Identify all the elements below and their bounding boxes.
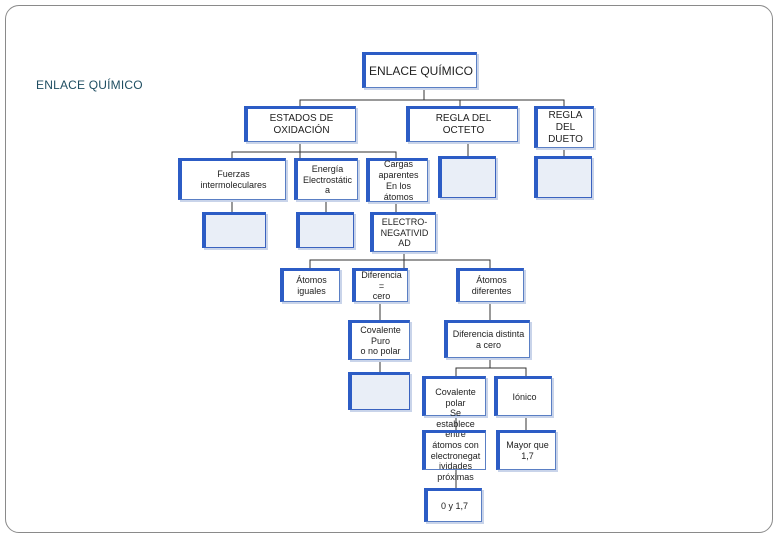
node-energia-electrostatica: Energía Electrostátic a (294, 158, 358, 200)
node-regla-dueto: REGLA DEL DUETO (534, 106, 594, 148)
node-atomos-diferentes: Átomos diferentes (456, 268, 524, 302)
node-octeto-empty (438, 156, 496, 198)
node-energia-empty (296, 212, 354, 248)
node-covalente-polar-detail-frame (422, 430, 486, 470)
node-covalente-puro-empty (348, 372, 410, 410)
node-cargas-aparentes: Cargas aparentes En los átomos (366, 158, 428, 202)
node-atomos-iguales: Átomos iguales (280, 268, 340, 302)
node-dueto-empty (534, 156, 592, 198)
side-title: ENLACE QUÍMICO (36, 78, 143, 92)
node-fuerzas-empty (202, 212, 266, 248)
node-rango: 0 y 1,7 (424, 488, 482, 522)
node-diferencia-cero: Diferencia = cero (352, 268, 408, 302)
node-mayor-que: Mayor que 1,7 (496, 430, 556, 470)
node-covalente-puro: Covalente Puro o no polar (348, 320, 410, 360)
node-diferencia-distinta: Diferencia distinta a cero (444, 320, 530, 358)
node-estados-oxidacion: ESTADOS DE OXIDACIÓN (244, 106, 356, 142)
node-ionico: Iónico (494, 376, 552, 416)
node-enlace-quimico: ENLACE QUÍMICO (362, 52, 477, 88)
node-regla-octeto: REGLA DEL OCTETO (406, 106, 518, 142)
node-electronegatividad: ELECTRO- NEGATIVID AD (370, 212, 436, 252)
node-covalente-polar: Covalente polar Se establece entre átomo… (422, 376, 486, 482)
node-fuerzas-intermoleculares: Fuerzas intermoleculares (178, 158, 286, 200)
